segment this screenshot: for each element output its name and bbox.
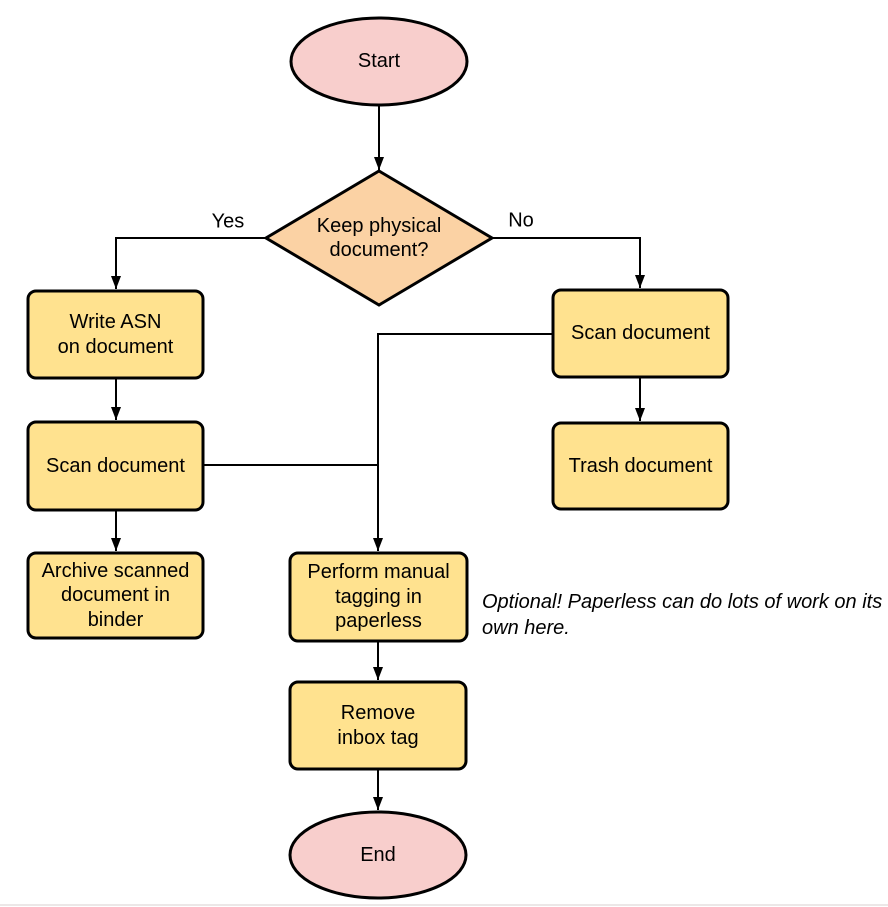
page-bottom-edge <box>0 904 888 906</box>
node-shape-end <box>288 810 468 900</box>
node-shape-remove-inbox-tag <box>288 680 468 771</box>
node-shape-scan-document-left <box>26 420 205 512</box>
node-label-manual-tagging: Perform manual tagging in paperless <box>307 561 450 633</box>
edge-label-no: No <box>508 209 534 232</box>
node-shape-start <box>289 16 469 107</box>
node-shape-write-asn <box>26 289 205 380</box>
node-label-write-asn: Write ASN on document <box>57 311 174 358</box>
node-shape-scan-document-right <box>551 288 730 379</box>
node-label-archive-scanned: Archive scanned document in binder <box>41 559 190 631</box>
node-shape-archive-scanned <box>26 551 205 640</box>
edge-scan-right-to-manual-tagging <box>373 333 553 551</box>
node-label-keep-physical-decision: Keep physical document? <box>316 214 442 261</box>
node-label-scan-document-right: Scan document <box>571 322 710 345</box>
node-label-end: End <box>360 843 396 866</box>
node-label-start: Start <box>357 50 401 73</box>
edge-decision-yes-to-write-asn <box>111 237 266 289</box>
node-shape-keep-physical-decision <box>263 169 495 307</box>
annotation-note: Optional! Paperless can do lots of work … <box>482 591 883 640</box>
node-label-remove-inbox-tag: Remove inbox tag <box>337 702 419 749</box>
node-shape-manual-tagging <box>288 551 469 643</box>
node-label-scan-document-left: Scan document <box>46 454 185 477</box>
edge-label-yes: Yes <box>211 210 245 233</box>
node-label-trash-document: Trash document <box>568 454 713 477</box>
edge-decision-no-to-scan-right <box>492 237 645 288</box>
node-shape-trash-document <box>551 421 730 511</box>
